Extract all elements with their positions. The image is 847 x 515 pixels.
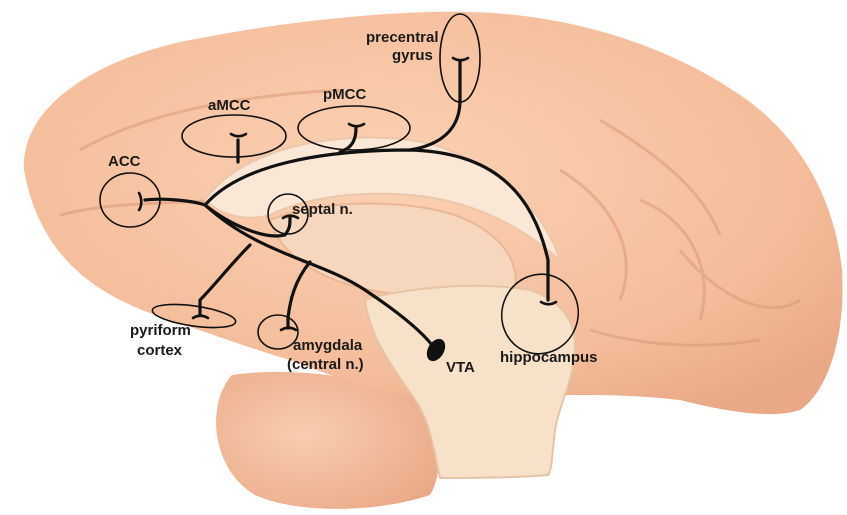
label-central: (central n.) <box>287 356 364 373</box>
label-vta: VTA <box>446 359 475 376</box>
label-amcc: aMCC <box>208 97 251 114</box>
label-pmcc: pMCC <box>323 86 366 103</box>
label-acc: ACC <box>108 153 141 170</box>
label-gyrus: gyrus <box>392 47 433 64</box>
label-pyriform: pyriform <box>130 322 191 339</box>
label-hippocampus: hippocampus <box>500 349 598 366</box>
label-septal: septal n. <box>292 201 353 218</box>
label-amygdala: amygdala <box>293 337 363 354</box>
label-cortex: cortex <box>137 342 183 359</box>
label-precentral: precentral <box>366 29 439 46</box>
